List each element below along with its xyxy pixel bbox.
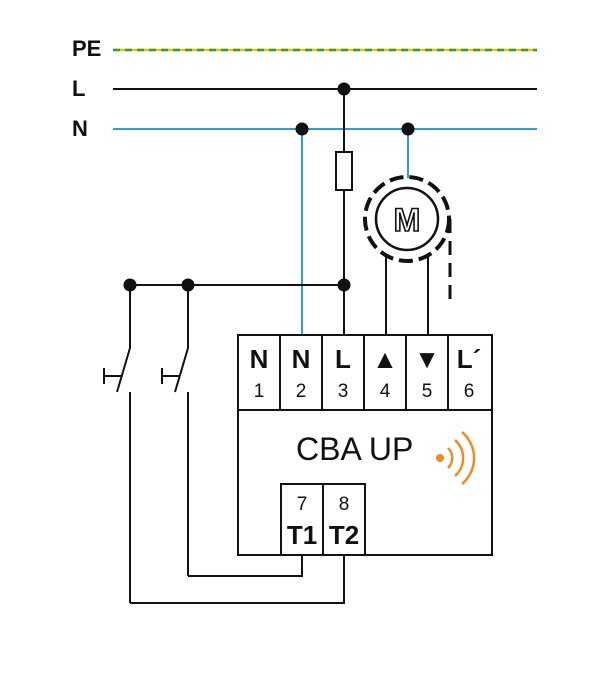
terminal-3-symbol: L	[335, 344, 351, 374]
terminal-8-number: 8	[339, 494, 350, 515]
fuse	[335, 151, 353, 191]
junction-dot-l-rail	[337, 82, 351, 96]
rail-label-pe: PE	[72, 36, 101, 61]
pushbutton-switch-2	[161, 285, 189, 576]
terminal-8-symbol: T2	[329, 520, 359, 550]
terminal-6-number: 6	[464, 381, 475, 402]
terminal-1: N1	[250, 344, 269, 402]
rail-label-l: L	[72, 76, 85, 101]
terminal-4-number: 4	[380, 381, 391, 402]
terminal-6: L´ 6	[447, 335, 482, 410]
device-name: CBA UP	[296, 431, 413, 467]
pushbutton-switch-1	[103, 285, 131, 603]
terminal-5-symbol: ▼	[414, 344, 440, 374]
motor: M	[363, 175, 451, 263]
rail-label-n: N	[72, 116, 88, 141]
terminal-7: 7T1	[287, 494, 317, 550]
terminal-7-number: 7	[297, 494, 308, 515]
terminal-2: N2	[279, 335, 311, 410]
terminal-8: 8T2	[322, 484, 359, 555]
terminal-4: ▲4	[363, 335, 398, 410]
terminal-2-number: 2	[296, 381, 307, 402]
junction-dot-switch-1	[123, 278, 137, 292]
junction-dot-switch-2	[181, 278, 195, 292]
terminal-6-symbol: L´	[457, 344, 482, 374]
junction-dot-n-rail-device	[295, 122, 309, 136]
wireless-signal-icon	[436, 431, 476, 485]
wire-switch-1-to-t2	[130, 555, 345, 604]
terminal-2-symbol: N	[292, 344, 311, 374]
junction-dot-n-rail-motor	[401, 122, 415, 136]
terminal-3-number: 3	[338, 381, 349, 402]
wire-switch-2-to-t1	[188, 555, 303, 577]
terminal-1-number: 1	[254, 381, 265, 402]
motor-letter: M	[394, 202, 421, 238]
terminal-4-symbol: ▲	[372, 344, 398, 374]
terminal-7-symbol: T1	[287, 520, 317, 550]
junction-dot-switch-bus	[337, 278, 351, 292]
terminal-5-number: 5	[422, 381, 433, 402]
terminal-1-symbol: N	[250, 344, 269, 374]
terminal-3: L3	[321, 335, 351, 410]
terminal-5: ▼5	[405, 335, 440, 410]
